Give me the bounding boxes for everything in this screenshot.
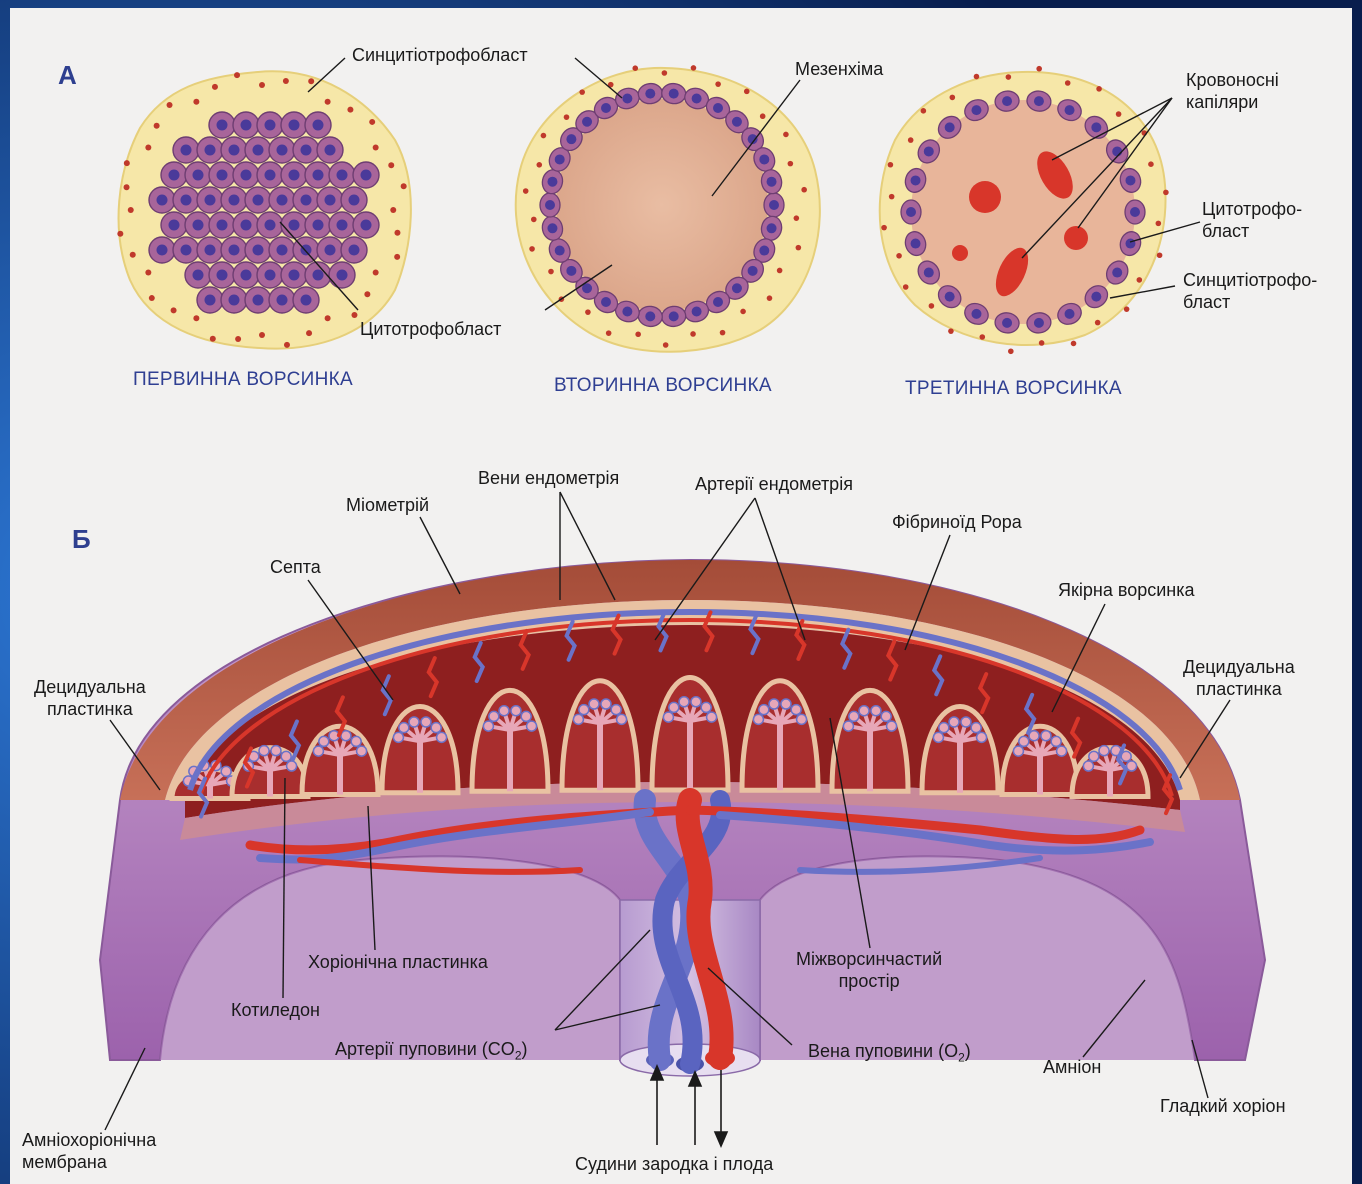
label-myometrium: Міометрій — [346, 494, 429, 516]
primary-villus — [117, 71, 411, 348]
panel-label-b: Б — [72, 524, 91, 555]
label-smooth-chorion: Гладкий хоріон — [1160, 1095, 1286, 1117]
label-cytotrophoblast: Цитотрофобласт — [360, 318, 501, 340]
label-cotyledon: Котиледон — [231, 999, 320, 1021]
label-syncytiotrophoblast-right: Синцитіотрофо-бласт — [1183, 269, 1317, 313]
label-umbilical-vein: Вена пуповини (O2) — [808, 1040, 971, 1069]
label-fibrinoid: Фібриноїд Рора — [892, 511, 1022, 533]
label-syncytiotrophoblast: Синцитіотрофобласт — [352, 44, 528, 66]
label-anchor-villus: Якірна ворсинка — [1058, 579, 1195, 601]
label-endometrial-arteries: Артерії ендометрія — [695, 473, 853, 495]
fetal-vessel-arrows — [651, 1066, 727, 1146]
tertiary-villus-title: ТРЕТИННА ВОРСИНКА — [905, 378, 1122, 400]
primary-villus-title: ПЕРВИННА ВОРСИНКА — [133, 369, 353, 391]
panel-label-a: А — [58, 60, 77, 91]
label-cytotrophoblast-right: Цитотрофо-бласт — [1202, 198, 1302, 242]
secondary-villus — [516, 65, 820, 352]
tertiary-villus — [880, 66, 1169, 354]
label-umbilical-arteries: Артерії пуповини (CO2) — [335, 1038, 528, 1067]
label-fetal-vessels: Судини зародка і плода — [575, 1153, 773, 1175]
label-intervillous-space: Міжворсинчастийпростір — [796, 948, 942, 992]
label-septa: Септа — [270, 556, 321, 578]
label-endometrial-veins: Вени ендометрія — [478, 467, 619, 489]
label-chorionic-plate: Хоріонічна пластинка — [308, 951, 488, 973]
label-capillaries: Кровоноснікапіляри — [1186, 69, 1279, 113]
label-decidual-plate-right: Децидуальнапластинка — [1183, 656, 1295, 700]
secondary-villus-title: ВТОРИННА ВОРСИНКА — [554, 375, 772, 397]
label-amniochorionic-membrane: Амніохоріонічнамембрана — [22, 1129, 156, 1173]
label-mesenchyme: Мезенхіма — [795, 58, 883, 80]
label-decidual-plate-left: Децидуальнапластинка — [34, 676, 146, 720]
label-amnion: Амніон — [1043, 1056, 1101, 1078]
